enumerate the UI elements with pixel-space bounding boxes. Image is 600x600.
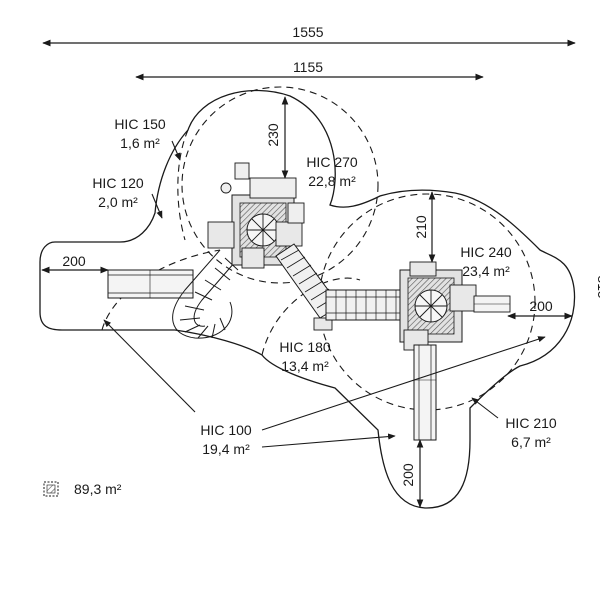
hic-150-area: 1,6 m² <box>120 135 160 151</box>
hic-240-name: HIC 240 <box>460 244 512 260</box>
right-tower <box>399 261 511 351</box>
hic-100-area: 19,4 m² <box>202 441 250 457</box>
diagonal-bridge <box>275 243 341 331</box>
right-clearance-label: 200 <box>529 298 553 314</box>
outer-safety-boundary <box>39 89 576 509</box>
bottom-clearance-label: 200 <box>400 463 416 487</box>
horizontal-bridge <box>325 289 409 321</box>
overall-width-label: 1555 <box>292 24 323 40</box>
hic-100-name: HIC 100 <box>200 422 252 438</box>
hatched-square-icon <box>43 481 59 497</box>
hic-120-name: HIC 120 <box>92 175 144 191</box>
dimension-lines <box>41 39 576 508</box>
leader-lines <box>103 140 546 448</box>
inner-width-label: 1155 <box>293 59 323 75</box>
hic-150-label: HIC 150 1,6 m² <box>114 116 166 151</box>
left-tower <box>207 162 305 269</box>
hic-100-label: HIC 100 19,4 m² <box>200 422 252 457</box>
hic-100-zone <box>101 249 221 331</box>
overall-depth-label: 815 <box>595 275 600 299</box>
hic-150-zone <box>177 129 189 241</box>
right-top-clearance-label: 210 <box>413 215 429 239</box>
hic-120-label: HIC 120 2,0 m² <box>92 175 144 210</box>
hic-150-name: HIC 150 <box>114 116 166 132</box>
hic-180-label: HIC 180 13,4 m² <box>279 339 331 374</box>
hic-210-area: 6,7 m² <box>511 434 551 450</box>
hic-180-name: HIC 180 <box>279 339 331 355</box>
hic-240-label: HIC 240 23,4 m² <box>460 244 512 279</box>
hic-270-area: 22,8 m² <box>308 173 356 189</box>
hic-240-area: 23,4 m² <box>462 263 510 279</box>
hic-180-area: 13,4 m² <box>281 358 329 374</box>
hic-210-name: HIC 210 <box>505 415 557 431</box>
hic-270-name: HIC 270 <box>306 154 358 170</box>
hic-270-zone <box>181 86 379 284</box>
hic-270-label: HIC 270 22,8 m² <box>306 154 358 189</box>
left-clearance-label: 200 <box>62 253 86 269</box>
total-area-value: 89,3 m² <box>74 481 122 497</box>
vertical-slide <box>413 344 437 441</box>
area-legend: 89,3 m² <box>43 481 122 497</box>
top-clearance-label: 230 <box>265 123 281 147</box>
tube-slide <box>172 249 239 339</box>
hic-120-area: 2,0 m² <box>98 194 138 210</box>
straight-slide <box>107 269 194 299</box>
hic-210-label: HIC 210 6,7 m² <box>505 415 557 450</box>
